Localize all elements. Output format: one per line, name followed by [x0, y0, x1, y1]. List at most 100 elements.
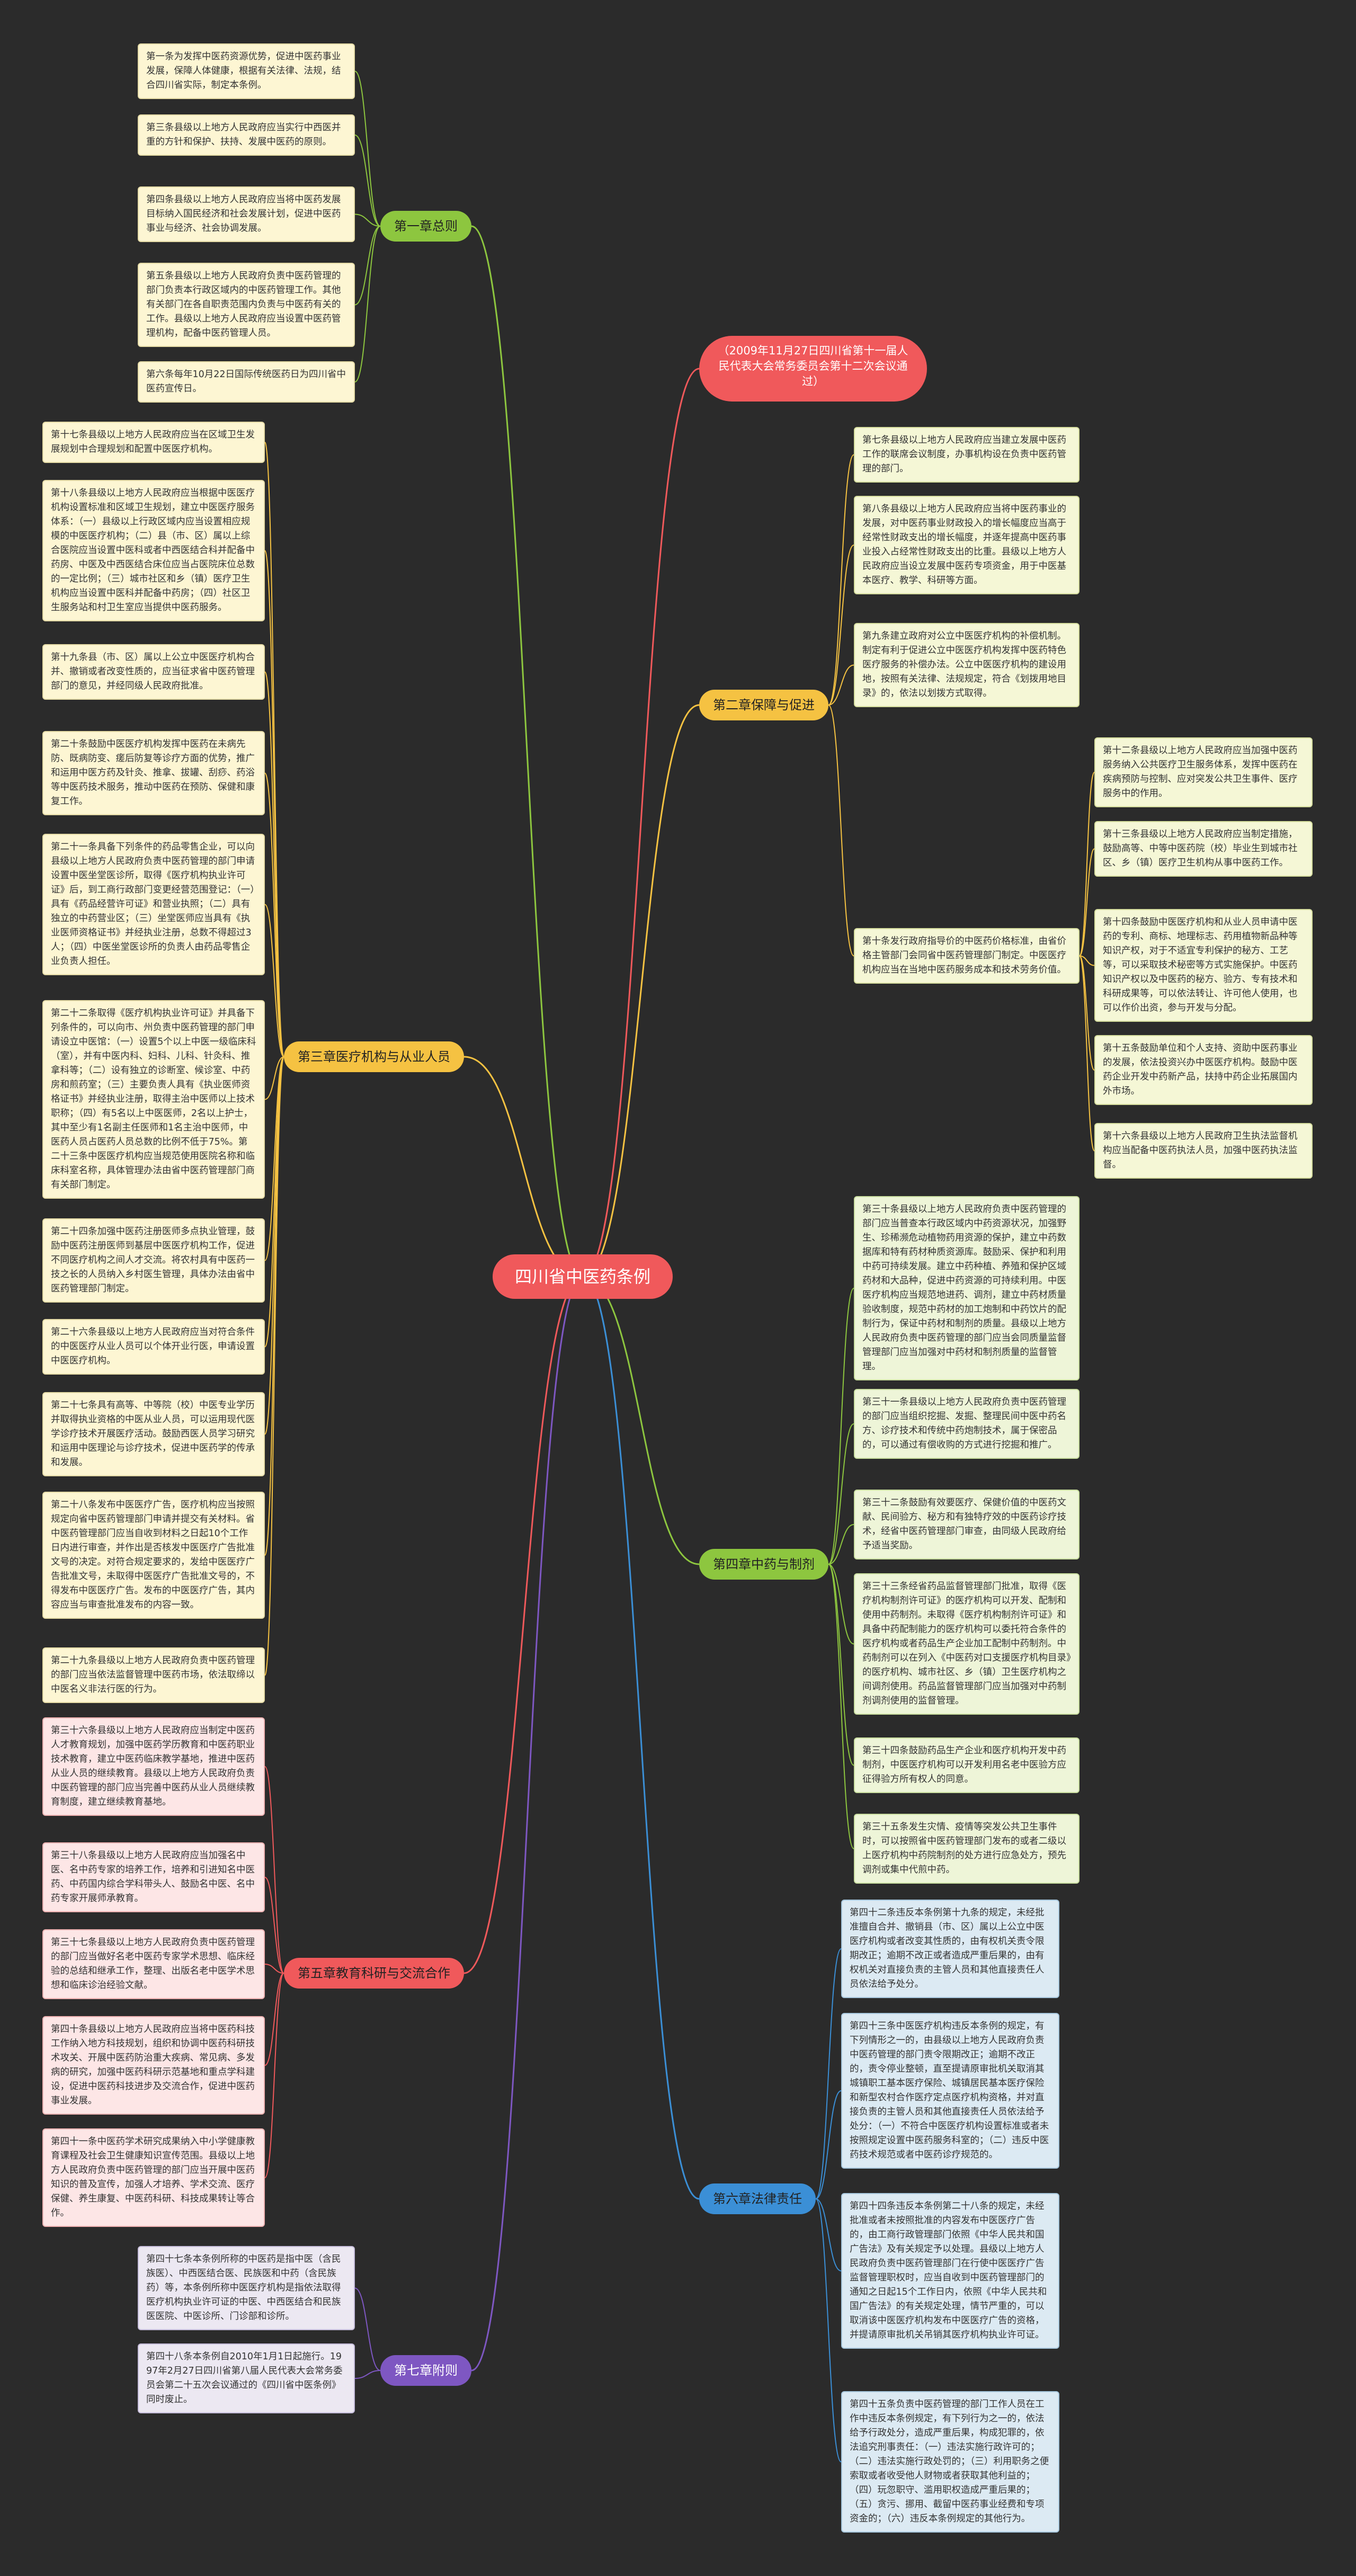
connector-line	[354, 2287, 381, 2371]
chapter-5-topic[interactable]: 第五章教育科研与交流合作	[284, 1958, 464, 1989]
chapter-2-clause-5[interactable]: 第十二条县级以上地方人民政府应当加强中医药服务纳入公共医疗卫生服务体系，发挥中医…	[1094, 737, 1313, 807]
chapter-3-clause-4[interactable]: 第二十条鼓励中医医疗机构发挥中医药在未病先防、既病防变、瘥后防复等诊疗方面的优势…	[42, 731, 265, 815]
connector-line	[354, 213, 381, 227]
chapter-2-clause-6[interactable]: 第十三条县级以上地方人民政府应当制定措施，鼓励高等、中等中医药院（校）毕业生到城…	[1094, 821, 1313, 877]
connector-line	[264, 904, 284, 1057]
chapter-4-clause-4[interactable]: 第三十三条经省药品监督管理部门批准，取得《医疗机构制剂许可证》的医疗机构可以开发…	[854, 1573, 1080, 1715]
chapter-3-clause-6[interactable]: 第二十二条取得《医疗机构执业许可证》并具备下列条件的，可以向市、州负责中医药管理…	[42, 1000, 265, 1199]
connector-line	[828, 545, 854, 706]
chapter-3-clause-5[interactable]: 第二十一条具备下列条件的药品零售企业，可以向县级以上地方人民政府负责中医药管理的…	[42, 834, 265, 975]
chapter-4-clause-1[interactable]: 第三十条县级以上地方人民政府负责中医药管理的部门应当普查本行政区域内中药资源状况…	[854, 1196, 1080, 1380]
chapter-5-clause-4[interactable]: 第四十条县级以上地方人民政府应当将中医药科技工作纳入地方科技规划，组织和协调中医…	[42, 2016, 265, 2115]
connector-line	[264, 1973, 284, 2178]
chapter-6-clause-3[interactable]: 第四十四条违反本条例第二十八条的规定，未经批准或者未按照批准的内容发布中医医疗广…	[841, 2193, 1059, 2349]
connector-line	[354, 135, 381, 227]
connector-line	[264, 1056, 284, 1435]
connector-line	[264, 1056, 284, 1100]
connector-line	[264, 772, 284, 1057]
chapter-2-clause-8[interactable]: 第十五条鼓励单位和个人支持、资助中医药事业的发展，依法投资兴办中医医疗机构。鼓励…	[1094, 1035, 1313, 1105]
chapter-1-clause-5[interactable]: 第六条每年10月22日国际传统医药日为四川省中医药宣传日。	[138, 361, 355, 403]
root-topic[interactable]: 四川省中医药条例	[493, 1254, 673, 1299]
connector-line	[463, 1056, 583, 1278]
connector-line	[828, 1423, 854, 1565]
connector-line	[264, 671, 284, 1057]
chapter-2-clause-4[interactable]: 第十条发行政府指导价的中医药价格标准，由省价格主管部门会同省中医药管理部门制定。…	[854, 928, 1080, 984]
chapter-3-clause-8[interactable]: 第二十六条县级以上地方人民政府应当对符合条件的中医医疗从业人员可以个体开业行医，…	[42, 1319, 265, 1375]
chapter-1-clause-4[interactable]: 第五条县级以上地方人民政府负责中医药管理的部门负责本行政区域内的中医药管理工作。…	[138, 263, 355, 347]
chapter-1-clause-3[interactable]: 第四条县级以上地方人民政府应当将中医药发展目标纳入国民经济和社会发展计划，促进中…	[138, 186, 355, 242]
connector-line	[1079, 955, 1095, 1071]
connector-line	[354, 226, 381, 382]
connector-line	[582, 704, 700, 1278]
chapter-6-clause-4[interactable]: 第四十五条负责中医药管理的部门工作人员在工作中违反本条例规定，有下列行为之一的，…	[841, 2391, 1059, 2533]
connector-line	[354, 226, 381, 306]
connector-line	[582, 1276, 700, 2200]
chapter-7-topic[interactable]: 第七章附则	[380, 2355, 471, 2386]
chapter-2-clause-9[interactable]: 第十六条县级以上地方人民政府卫生执法监督机构应当配备中医药执法人员，加强中医药执…	[1094, 1123, 1313, 1179]
chapter-4-clause-5[interactable]: 第三十四条鼓励药品生产企业和医疗机构开发中药制剂，中医医疗机构可以开发利用名老中…	[854, 1737, 1080, 1793]
chapter-1-clause-1[interactable]: 第一条为发挥中医药资源优势，促进中医药事业发展，保障人体健康，根据有关法律、法规…	[138, 43, 355, 99]
chapter-6-clause-1[interactable]: 第四十二条违反本条例第十九条的规定，未经批准擅自合并、撤销县（市、区）属以上公立…	[841, 1900, 1059, 1998]
connector-line	[471, 225, 583, 1278]
chapter-7-clause-1[interactable]: 第四十七条本条例所称的中医药是指中医（含民族医）、中西医结合医、民族医和中药（含…	[138, 2246, 355, 2330]
chapter-5-clause-3[interactable]: 第三十七条县级以上地方人民政府负责中医药管理的部门应当做好名老中医药专家学术思想…	[42, 1929, 265, 1999]
chapter-3-clause-7[interactable]: 第二十四条加强中医药注册医师多点执业管理，鼓励中医药注册医师到基层中医医疗机构工…	[42, 1218, 265, 1303]
connector-line	[828, 1524, 854, 1565]
connector-line	[582, 368, 700, 1278]
chapter-4-clause-6[interactable]: 第三十五条发生灾情、疫情等突发公共卫生事件时，可以按照省中医药管理部门发布的或者…	[854, 1814, 1080, 1884]
chapter-5-clause-5[interactable]: 第四十一条中医药学术研究成果纳入中小学健康教育课程及社会卫生健康知识宣传范围。县…	[42, 2128, 265, 2227]
chapter-6-clause-2[interactable]: 第四十三条中医医疗机构违反本条例的规定，有下列情形之一的，由县级以上地方人民政府…	[841, 2013, 1059, 2169]
connector-line	[471, 1276, 583, 2372]
chapter-7-clause-2[interactable]: 第四十八条本条例自2010年1月1日起施行。1997年2月27日四川省第八届人民…	[138, 2343, 355, 2413]
connector-line	[264, 1973, 284, 2066]
chapter-1-clause-2[interactable]: 第三条县级以上地方人民政府应当实行中西医并重的方针和保护、扶持、发展中医药的原则…	[138, 114, 355, 156]
connector-line	[828, 664, 854, 706]
connector-line	[1079, 848, 1095, 957]
connector-line	[354, 2370, 381, 2379]
connector-line	[828, 1564, 854, 1766]
chapter-1-topic[interactable]: 第一章总则	[380, 211, 471, 242]
chapter-5-clause-1[interactable]: 第三十六条县级以上地方人民政府应当制定中医药人才教育规划，加强中医药学历教育和中…	[42, 1717, 265, 1816]
connector-line	[264, 442, 284, 1057]
chapter-4-topic[interactable]: 第四章中药与制剂	[699, 1549, 828, 1580]
connector-line	[815, 2198, 842, 2271]
chapter-3-clause-3[interactable]: 第十九条县（市、区）属以上公立中医医疗机构合并、撤销或者改变性质的，应当征求省中…	[42, 644, 265, 700]
connector-line	[264, 1766, 284, 1974]
chapter-3-clause-1[interactable]: 第十七条县级以上地方人民政府应当在区域卫生发展规划中合理规划和配置中医医疗机构。	[42, 422, 265, 463]
chapter-3-clause-11[interactable]: 第二十九条县级以上地方人民政府负责中医药管理的部门应当依法监督管理中医药市场，依…	[42, 1647, 265, 1703]
subtitle-topic[interactable]: （2009年11月27日四川省第十一届人民代表大会常务委员会第十二次会议通过）	[699, 336, 927, 402]
connector-line	[264, 1056, 284, 1676]
chapter-3-clause-9[interactable]: 第二十七条具有高等、中等院（校）中医专业学历并取得执业资格的中医从业人员，可以运…	[42, 1392, 265, 1476]
connector-line	[264, 1056, 284, 1556]
connector-line	[828, 1564, 854, 1849]
connector-line	[264, 1877, 284, 1974]
connector-line	[815, 1948, 842, 2199]
chapter-6-topic[interactable]: 第六章法律责任	[699, 2183, 816, 2214]
connector-line	[264, 1056, 284, 1261]
connector-line	[582, 1276, 700, 1565]
chapter-3-clause-2[interactable]: 第十八条县级以上地方人民政府应当根据中医医疗机构设置标准和区域卫生规划，建立中医…	[42, 480, 265, 621]
chapter-4-clause-2[interactable]: 第三十一条县级以上地方人民政府负责中医药管理的部门应当组织挖掘、发掘、整理民间中…	[854, 1389, 1080, 1459]
chapter-4-clause-3[interactable]: 第三十二条鼓励有效要医疗、保健价值的中医药文献、民间验方、秘方和有独特疗效的中医…	[854, 1490, 1080, 1559]
connector-line	[828, 705, 854, 957]
connector-line	[463, 1276, 583, 1974]
connector-line	[828, 454, 854, 706]
connector-line	[1079, 955, 1095, 1152]
chapter-2-clause-3[interactable]: 第九条建立政府对公立中医医疗机构的补偿机制。制定有利于促进公立中医医疗机构发挥中…	[854, 623, 1080, 707]
connector-line	[815, 2198, 842, 2463]
connector-line	[1079, 955, 1095, 966]
connector-line	[354, 70, 381, 227]
chapter-2-clause-1[interactable]: 第七条县级以上地方人民政府应当建立发展中医药工作的联席会议制度，办事机构设在负责…	[854, 427, 1080, 483]
connector-line	[828, 1288, 854, 1565]
connector-line	[815, 2090, 842, 2199]
chapter-2-topic[interactable]: 第二章保障与促进	[699, 690, 828, 720]
chapter-2-clause-2[interactable]: 第八条县级以上地方人民政府应当将中医药事业的发展，对中医药事业财政投入的增长幅度…	[854, 496, 1080, 594]
connector-line	[264, 1964, 284, 1974]
chapter-2-clause-7[interactable]: 第十四条鼓励中医医疗机构和从业人员申请中医药的专利、商标、地理标志、药用植物新品…	[1094, 909, 1313, 1022]
connector-line	[1079, 772, 1095, 957]
chapter-3-clause-10[interactable]: 第二十八条发布中医医疗广告，医疗机构应当按照规定向省中医药管理部门申请并提交有关…	[42, 1492, 265, 1619]
chapter-3-topic[interactable]: 第三章医疗机构与从业人员	[284, 1041, 464, 1072]
chapter-5-clause-2[interactable]: 第三十八条县级以上地方人民政府应当加强名中医、名中药专家的培养工作，培养和引进知…	[42, 1842, 265, 1912]
connector-line	[828, 1564, 854, 1645]
